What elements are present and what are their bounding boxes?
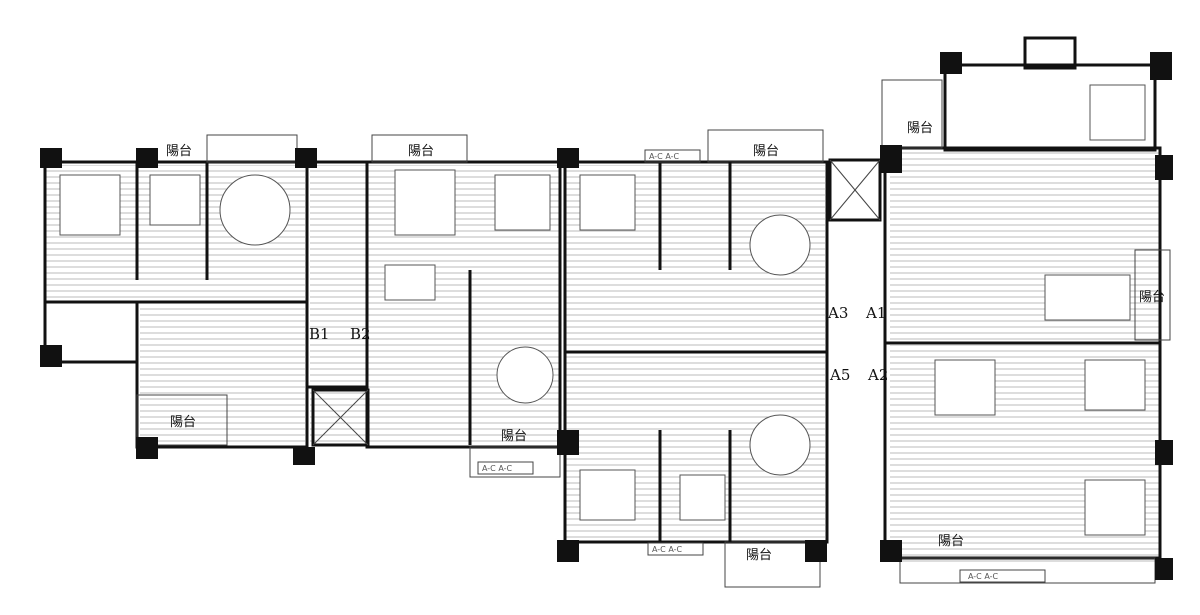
balcony-label: 陽台 [501, 429, 527, 444]
unit-label-b1: B1 [309, 325, 330, 343]
balcony-label: 陽台 [746, 548, 772, 563]
ac-label: A-C A-C [649, 152, 679, 161]
ac-label: A-C A-C [482, 464, 512, 473]
structural-columns [40, 52, 1173, 580]
unit-label-a2: A2 [867, 366, 888, 384]
ac-label: A-C A-C [652, 545, 682, 554]
balcony-label: 陽台 [170, 415, 196, 430]
unit-labels: B1 B2 A3 A1 A5 A2 [309, 304, 888, 384]
unit-label-a3: A3 [827, 304, 848, 322]
balcony-label: 陽台 [938, 534, 964, 549]
balcony-label: 陽台 [1139, 290, 1165, 305]
unit-label-a5: A5 [829, 366, 850, 384]
furniture [59, 84, 1146, 536]
balcony-label: 陽台 [907, 121, 933, 136]
ac-label: A-C A-C [968, 572, 998, 581]
unit-label-b2: B2 [350, 325, 371, 343]
balcony-labels: 陽台 陽台 陽台 陽台 陽台 陽台 陽台 陽台 陽台 [166, 121, 1165, 563]
unit-a1-a2-walls [881, 36, 1171, 584]
balcony-label: 陽台 [753, 144, 779, 159]
balcony-label: 陽台 [408, 144, 434, 159]
unit-label-a1: A1 [865, 304, 886, 322]
ac-units: A-C A-C A-C A-C A-C A-C A-C A-C [477, 149, 1046, 583]
balcony-label: 陽台 [166, 144, 192, 159]
unit-b2-walls [305, 134, 562, 478]
